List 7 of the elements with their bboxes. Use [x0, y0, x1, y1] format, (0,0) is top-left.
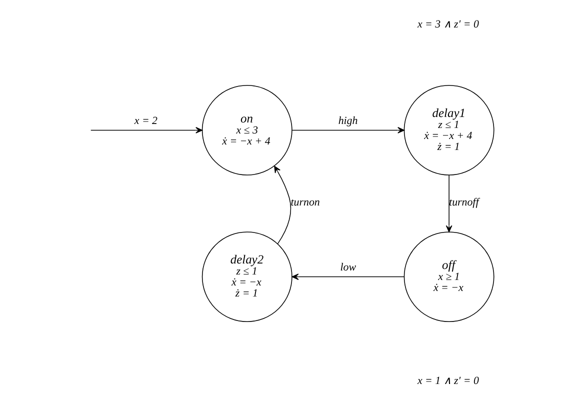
- edge-label: turnon: [290, 196, 320, 209]
- edge-label: low: [340, 262, 356, 274]
- label: x = 1 ∧ z′ = 0: [417, 374, 479, 387]
- edge-label: high: [338, 115, 358, 128]
- edge-label: turnoff: [449, 196, 479, 209]
- label: x = 3 ∧ z′ = 0: [417, 18, 479, 30]
- edge-label: x = 2: [134, 115, 158, 128]
